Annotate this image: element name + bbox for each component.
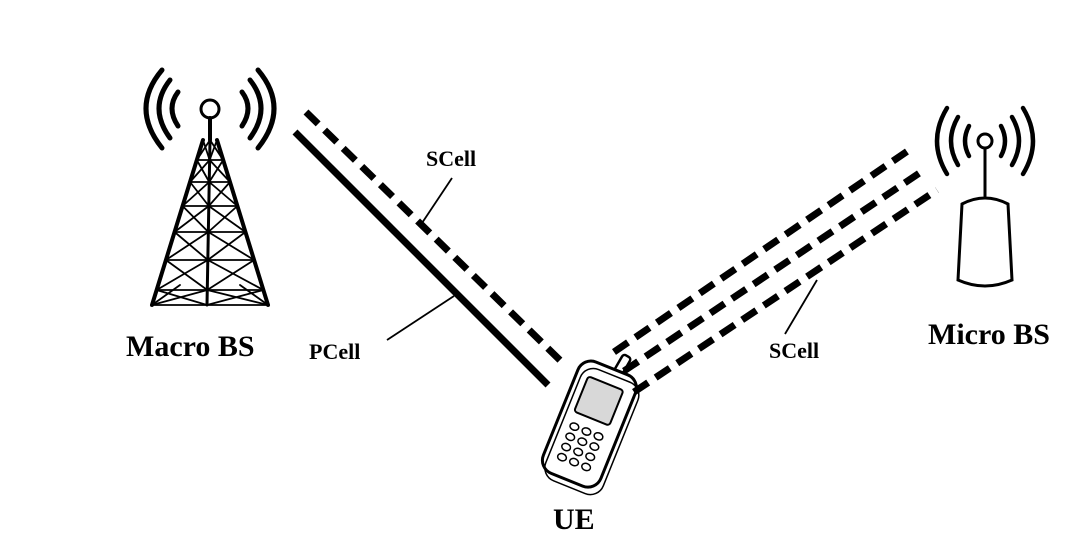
tower-brace bbox=[206, 289, 269, 306]
phone-key bbox=[577, 437, 588, 447]
scell-link-micro-1 bbox=[612, 145, 914, 355]
tower-brace bbox=[207, 181, 231, 207]
tower-brace bbox=[208, 159, 231, 183]
pcell-leader-line bbox=[386, 295, 455, 341]
phone-key bbox=[585, 452, 596, 462]
tower-brace bbox=[189, 159, 211, 183]
tower-brace bbox=[181, 181, 211, 207]
scell-leader-line-micro bbox=[784, 279, 818, 335]
pcell-label: PCell bbox=[309, 339, 361, 364]
tower-brace bbox=[207, 205, 239, 233]
scell-link-micro-2 bbox=[622, 167, 926, 374]
scell-leader-line-macro bbox=[419, 177, 453, 227]
tower-brace bbox=[173, 231, 209, 261]
tower-brace bbox=[202, 139, 211, 161]
phone-key bbox=[580, 462, 592, 472]
tower-brace bbox=[165, 231, 210, 261]
phone-key bbox=[589, 442, 600, 451]
ue-label: UE bbox=[553, 503, 595, 536]
mobile-phone-icon bbox=[540, 353, 640, 496]
tower-brace bbox=[165, 259, 209, 291]
phone-screen bbox=[573, 376, 624, 426]
phone-key bbox=[556, 452, 568, 462]
scell-link-micro-3 bbox=[632, 187, 939, 395]
tower-brace bbox=[206, 259, 265, 291]
radio-waves-icon bbox=[934, 105, 1036, 177]
tower-brace bbox=[189, 181, 210, 207]
pcell-link-macro bbox=[292, 129, 551, 388]
tower-brace bbox=[206, 231, 247, 261]
tower-brace bbox=[207, 231, 255, 261]
tower-brace bbox=[151, 289, 209, 306]
micro-bs-label: Micro BS bbox=[928, 318, 1050, 351]
phone-key bbox=[565, 432, 576, 442]
tower-brace bbox=[239, 284, 269, 306]
tower-brace bbox=[209, 139, 225, 161]
tower-brace bbox=[195, 159, 211, 183]
tower-brace bbox=[155, 259, 209, 291]
phone-key bbox=[561, 442, 572, 452]
phone-key bbox=[593, 431, 604, 441]
phone-key bbox=[569, 422, 580, 432]
macro-bs-label: Macro BS bbox=[126, 330, 255, 363]
tower-brace bbox=[206, 259, 255, 291]
tower-brace bbox=[173, 205, 210, 233]
tower-brace bbox=[208, 181, 239, 207]
tower-brace bbox=[208, 159, 225, 183]
tower-brace bbox=[195, 139, 211, 161]
cell-tower-icon bbox=[143, 67, 277, 307]
small-cell-antenna-icon bbox=[934, 105, 1036, 288]
tower-brace bbox=[207, 205, 247, 233]
scell-label-macro: SCell bbox=[426, 146, 477, 171]
phone-key bbox=[568, 457, 580, 467]
phone-key bbox=[573, 447, 584, 457]
phone-key bbox=[581, 427, 592, 436]
tower-brace bbox=[151, 284, 181, 306]
scell-label-micro: SCell bbox=[769, 338, 820, 363]
tower-brace bbox=[181, 205, 210, 233]
tower-brace bbox=[208, 139, 218, 161]
scell-link-macro bbox=[303, 109, 569, 369]
radio-waves-icon bbox=[143, 67, 277, 151]
